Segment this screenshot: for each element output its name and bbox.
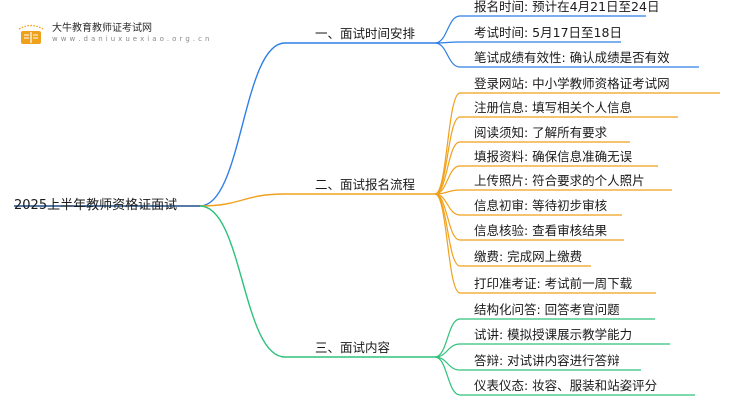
logo-title: 大牛教育教师证考试网 [52,23,152,34]
site-logo[interactable]: 大牛教育教师证考试网 w w w . d a n i u x u e x i a… [14,16,224,50]
leaf-node[interactable]: 填报资料: 确保信息准确无误 [474,149,633,164]
root-node[interactable]: 2025上半年教师资格证面试 [14,198,178,213]
branch-to-leaf-connector [434,15,461,44]
root-to-branch-connector [199,42,286,207]
leaf-node[interactable]: 试讲: 模拟授课展示教学能力 [474,327,633,342]
leaf-node[interactable]: 上传照片: 符合要求的个人照片 [474,173,645,188]
leaf-node[interactable]: 报名时间: 预计在4月21日至24日 [474,0,660,14]
branch-to-leaf-connector [434,343,461,358]
leaf-node[interactable]: 注册信息: 填写相关个人信息 [474,100,633,115]
connector-lines [14,15,720,396]
leaf-node[interactable]: 打印准考证: 考试前一周下载 [474,276,633,291]
branch-to-leaf-connector [434,116,461,195]
branch-node[interactable]: 二、面试报名流程 [315,177,416,192]
branch-node[interactable]: 三、面试内容 [315,340,391,355]
branch-to-leaf-connector [434,92,461,195]
root-to-branch-connector [199,205,286,358]
open-book-icon [18,24,44,44]
leaf-node[interactable]: 笔试成绩有效性: 确认成绩是否有效 [474,50,670,65]
branch-to-leaf-connector [434,42,461,68]
leaf-node[interactable]: 缴费: 完成网上缴费 [474,249,583,264]
leaf-node[interactable]: 阅读须知: 了解所有要求 [474,125,608,140]
branch-to-leaf-connector [434,356,461,396]
branch-to-leaf-connector [434,141,461,195]
leaf-node[interactable]: 信息初审: 等待初步审核 [474,198,608,213]
logo-url: w w w . d a n i u x u e x i a o . o r g … [52,35,210,43]
branch-to-leaf-connector [434,165,461,195]
branch-node[interactable]: 一、面试时间安排 [315,26,416,41]
leaf-node[interactable]: 信息核验: 查看审核结果 [474,223,608,238]
branch-to-leaf-connector [434,193,461,294]
branch-to-leaf-connector [434,318,461,358]
leaf-node[interactable]: 考试时间: 5月17日至18日 [474,25,622,40]
leaf-node[interactable]: 仪表仪态: 妆容、服装和站姿评分 [474,378,658,393]
root-to-branch-connector [199,193,286,207]
leaf-node[interactable]: 答辩: 对试讲内容进行答辩 [474,353,620,368]
leaf-node[interactable]: 结构化问答: 回答考官问题 [474,302,620,317]
leaf-node[interactable]: 登录网站: 中小学教师资格证考试网 [474,76,670,91]
